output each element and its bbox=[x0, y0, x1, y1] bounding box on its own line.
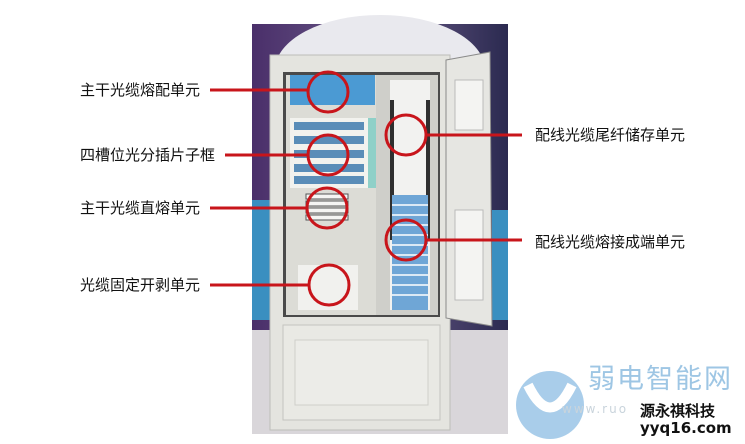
label-pigtail-storage-unit: 配线光缆尾纤储存单元 bbox=[535, 126, 686, 144]
watermark-brand: 源永祺科技 yyq16.com bbox=[640, 403, 732, 437]
brand-url: yyq16.com bbox=[640, 419, 732, 437]
brand-name: 源永祺科技 bbox=[640, 402, 716, 420]
label-splitter-subframe: 四槽位光分插片子框 bbox=[79, 146, 215, 164]
label-trunk-fusion-unit: 主干光缆熔配单元 bbox=[79, 81, 200, 99]
callout-circle-4 bbox=[307, 263, 351, 307]
callout-circle-2 bbox=[306, 133, 350, 177]
watermark-site-url: www.ruo bbox=[562, 402, 629, 416]
callout-circle-6 bbox=[384, 218, 428, 262]
callout-circle-3 bbox=[305, 186, 349, 230]
label-distribution-fusion-unit: 配线光缆熔接成端单元 bbox=[535, 233, 686, 251]
label-trunk-direct-fusion-unit: 主干光缆直熔单元 bbox=[79, 199, 200, 217]
callout-circle-1 bbox=[306, 70, 350, 114]
label-cable-fixing-unit: 光缆固定开剥单元 bbox=[79, 276, 200, 294]
watermark-logo-icon bbox=[516, 371, 584, 439]
callout-circle-5 bbox=[384, 113, 428, 157]
watermark-site-name: 弱电智能网 bbox=[588, 364, 733, 395]
